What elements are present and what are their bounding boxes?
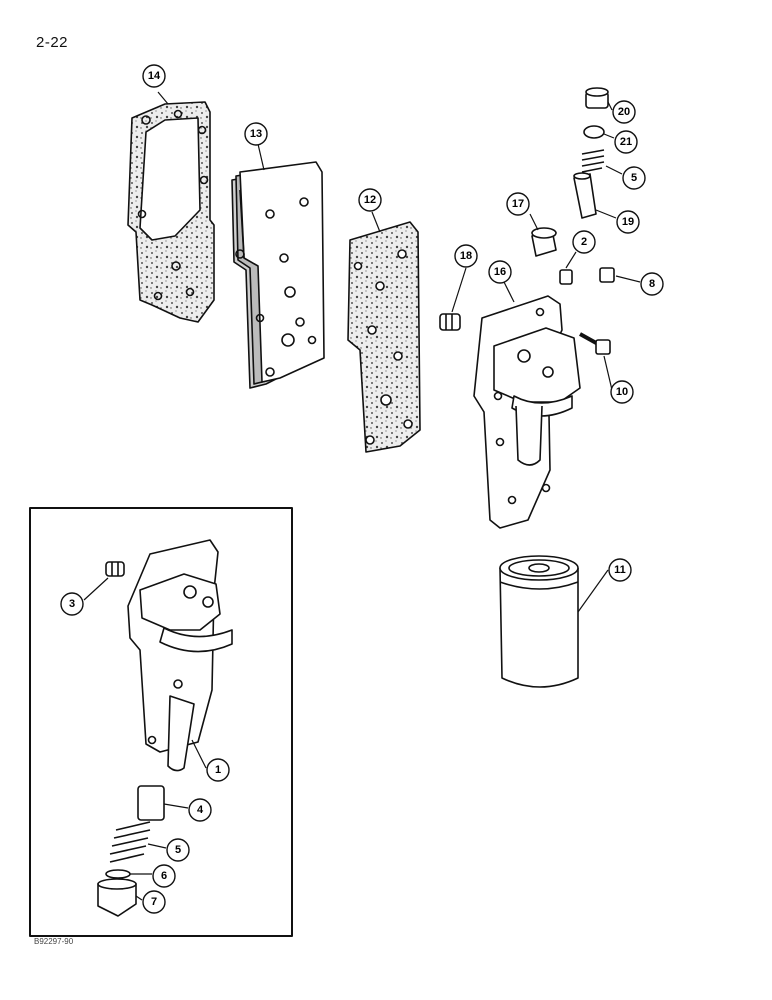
spring-part-2 bbox=[559, 269, 573, 285]
svg-text:5: 5 bbox=[631, 172, 637, 184]
ring-part-21 bbox=[583, 125, 605, 139]
plunger-part-19 bbox=[573, 172, 597, 219]
svg-text:14: 14 bbox=[148, 70, 161, 82]
callout-7: 7 bbox=[142, 890, 166, 914]
plug-part-18 bbox=[439, 313, 461, 331]
callout-18: 18 bbox=[454, 244, 478, 268]
washer-part-6 bbox=[105, 869, 131, 879]
svg-text:19: 19 bbox=[622, 216, 634, 228]
gasket-part-12 bbox=[347, 221, 421, 453]
svg-text:7: 7 bbox=[151, 896, 157, 908]
callout-8: 8 bbox=[640, 272, 664, 296]
callout-16: 16 bbox=[488, 260, 512, 284]
page-number: 2-22 bbox=[36, 34, 69, 51]
callout-10: 10 bbox=[610, 380, 634, 404]
inset-frame bbox=[29, 507, 293, 937]
callout-12: 12 bbox=[358, 188, 382, 212]
spring-part-5-inset bbox=[109, 821, 151, 863]
svg-text:1: 1 bbox=[215, 764, 221, 776]
callout-1: 1 bbox=[206, 758, 230, 782]
svg-text:21: 21 bbox=[620, 136, 632, 148]
svg-text:12: 12 bbox=[364, 194, 376, 206]
valve-part-4 bbox=[137, 785, 165, 821]
svg-text:16: 16 bbox=[494, 266, 506, 278]
spring-part-5 bbox=[581, 149, 605, 173]
svg-text:4: 4 bbox=[197, 804, 204, 816]
gasket-part-14 bbox=[127, 101, 215, 323]
callout-5-inset: 5 bbox=[166, 838, 190, 862]
callout-17: 17 bbox=[506, 192, 530, 216]
callout-20: 20 bbox=[612, 100, 636, 124]
callouts: 14 13 12 16 18 17 2 8 10 20 21 5 19 11 3… bbox=[60, 64, 664, 914]
bolt-part-10 bbox=[579, 332, 611, 355]
callout-21: 21 bbox=[614, 130, 638, 154]
callout-14: 14 bbox=[142, 64, 166, 88]
svg-text:20: 20 bbox=[618, 106, 630, 118]
callout-4: 4 bbox=[188, 798, 212, 822]
callout-11: 11 bbox=[608, 558, 632, 582]
inset-filter-head bbox=[127, 539, 233, 772]
svg-text:13: 13 bbox=[250, 128, 262, 140]
svg-text:18: 18 bbox=[460, 250, 472, 262]
svg-text:5: 5 bbox=[175, 844, 181, 856]
oil-cooler-part-13 bbox=[231, 161, 325, 389]
svg-text:8: 8 bbox=[649, 278, 655, 290]
svg-text:3: 3 bbox=[69, 598, 75, 610]
svg-text:11: 11 bbox=[614, 564, 626, 576]
svg-text:2: 2 bbox=[581, 236, 587, 248]
filter-head-part-16 bbox=[473, 295, 581, 529]
fitting-part-17 bbox=[531, 227, 557, 257]
plug-part-3 bbox=[105, 561, 125, 577]
svg-text:6: 6 bbox=[161, 870, 167, 882]
callout-19: 19 bbox=[616, 210, 640, 234]
svg-text:10: 10 bbox=[616, 386, 628, 398]
filter-part-11 bbox=[499, 555, 579, 688]
plug-part-7 bbox=[97, 878, 137, 917]
callout-3: 3 bbox=[60, 592, 84, 616]
spring-part-8 bbox=[599, 267, 615, 283]
svg-text:17: 17 bbox=[512, 198, 524, 210]
plug-part-20 bbox=[585, 87, 609, 109]
figure-code: B92297-90 bbox=[34, 937, 74, 946]
callout-2: 2 bbox=[572, 230, 596, 254]
callout-13: 13 bbox=[244, 122, 268, 146]
callout-6: 6 bbox=[152, 864, 176, 888]
callout-5-main: 5 bbox=[622, 166, 646, 190]
